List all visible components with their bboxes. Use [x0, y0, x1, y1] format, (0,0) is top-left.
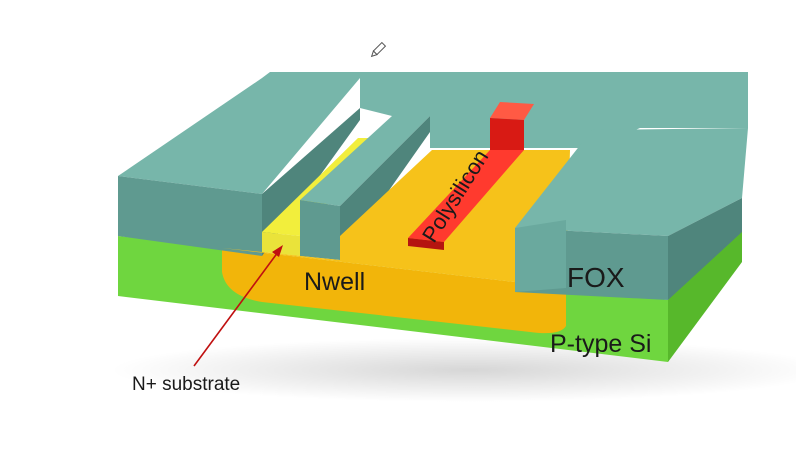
fox-rib-front: [300, 200, 340, 260]
nwell-front-face: [222, 248, 566, 334]
nplus-arrow-line: [193, 247, 282, 367]
fox-right-side: [668, 198, 742, 300]
poly-riser-top: [490, 102, 534, 120]
nplus-label: N+ substrate: [132, 374, 240, 395]
poly-front: [408, 238, 444, 250]
fox-rib-top: [300, 116, 430, 206]
poly-top: [408, 150, 524, 242]
nwell-label: Nwell: [304, 268, 365, 296]
fox-right-trench-wall: [515, 220, 566, 292]
poly-riser-front: [490, 118, 524, 150]
fox-right-top: [515, 128, 748, 236]
nplus-front-face: [262, 232, 300, 256]
fox-left-front: [118, 176, 262, 256]
pencil-cursor-icon: [370, 41, 387, 58]
substrate-label: P-type Si: [550, 330, 651, 358]
fox-left-top: [118, 78, 360, 194]
fox-label: FOX: [567, 262, 625, 293]
nplus-arrow-head: [272, 245, 283, 257]
